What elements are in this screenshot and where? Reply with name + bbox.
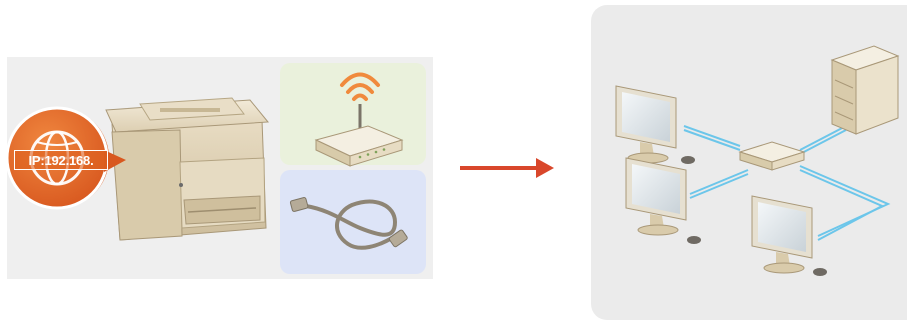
server-icon (832, 46, 898, 134)
network-hub-icon (740, 142, 804, 170)
ip-address-label: IP:192.168. (14, 150, 108, 170)
wifi-signal-icon (342, 75, 378, 100)
lan-cable-icon (290, 197, 408, 248)
computer-icon (616, 86, 695, 164)
wireless-router-icon (316, 104, 402, 166)
printer-icon (106, 98, 268, 240)
arrow-right-icon (460, 158, 554, 178)
computer-icon (752, 196, 827, 276)
computer-icon (626, 158, 701, 244)
